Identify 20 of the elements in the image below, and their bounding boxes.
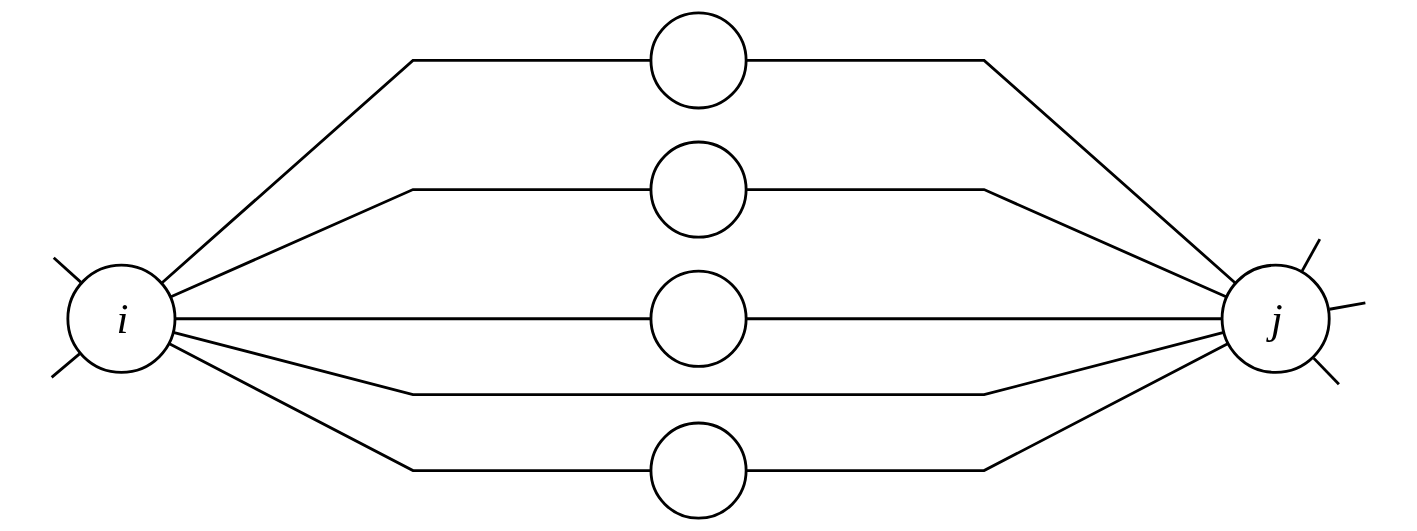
- connector: [746, 188, 1228, 299]
- connector: [169, 188, 651, 299]
- connector: [746, 317, 1223, 321]
- connector: [1329, 301, 1366, 311]
- connector: [50, 352, 81, 379]
- node-circle: [649, 269, 748, 368]
- node-circle: [649, 140, 748, 239]
- node-circle: [649, 11, 748, 110]
- connector: [52, 256, 82, 284]
- connector: [746, 58, 1237, 285]
- connector: [746, 342, 1229, 473]
- connector: [1312, 357, 1340, 386]
- connector: [160, 58, 651, 285]
- connector: [168, 342, 651, 473]
- connector: [1300, 238, 1322, 272]
- node-circle: j: [1220, 263, 1331, 374]
- connector: [175, 317, 651, 321]
- node-circle: [649, 421, 748, 520]
- node-circle: i: [66, 263, 177, 374]
- connector: [172, 330, 1225, 397]
